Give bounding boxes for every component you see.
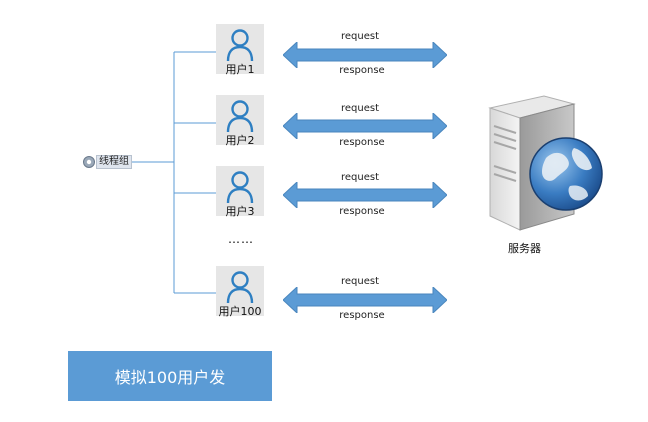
user-icon xyxy=(226,29,254,62)
simulate-users-box: 模拟100用户发 xyxy=(68,351,272,401)
response-label-1: response xyxy=(339,65,385,76)
response-label-4: response xyxy=(339,310,385,321)
server-label: 服务器 xyxy=(508,242,541,255)
ellipsis: …… xyxy=(228,232,254,246)
request-label-4: request xyxy=(340,276,379,287)
request-label-3: request xyxy=(340,172,379,183)
double-arrow-3 xyxy=(283,182,447,208)
user-icon xyxy=(226,171,254,204)
user-label-2: 用户2 xyxy=(225,134,255,147)
user-label-3: 用户3 xyxy=(225,205,255,218)
user-label-100: 用户100 xyxy=(218,305,262,318)
response-label-3: response xyxy=(339,206,385,217)
user-node-2: 用户2 xyxy=(216,95,264,147)
thread-group-node: 线程组 xyxy=(82,154,132,170)
simulate-users-label: 模拟100用户发 xyxy=(114,368,226,387)
server-icon xyxy=(488,95,603,231)
double-arrow-4 xyxy=(283,287,447,313)
request-label-2: request xyxy=(340,103,379,114)
request-label-1: request xyxy=(340,31,379,42)
user-icon xyxy=(226,100,254,133)
double-arrow-1 xyxy=(283,42,447,68)
thread-group-label: 线程组 xyxy=(96,155,132,169)
double-arrow-2 xyxy=(283,113,447,139)
response-label-2: response xyxy=(339,137,385,148)
gear-icon xyxy=(83,156,95,168)
user-label-1: 用户1 xyxy=(225,63,255,76)
user-node-100: 用户100 xyxy=(216,266,264,318)
user-node-1: 用户1 xyxy=(216,24,264,76)
user-icon xyxy=(226,271,254,304)
user-node-3: 用户3 xyxy=(216,166,264,218)
